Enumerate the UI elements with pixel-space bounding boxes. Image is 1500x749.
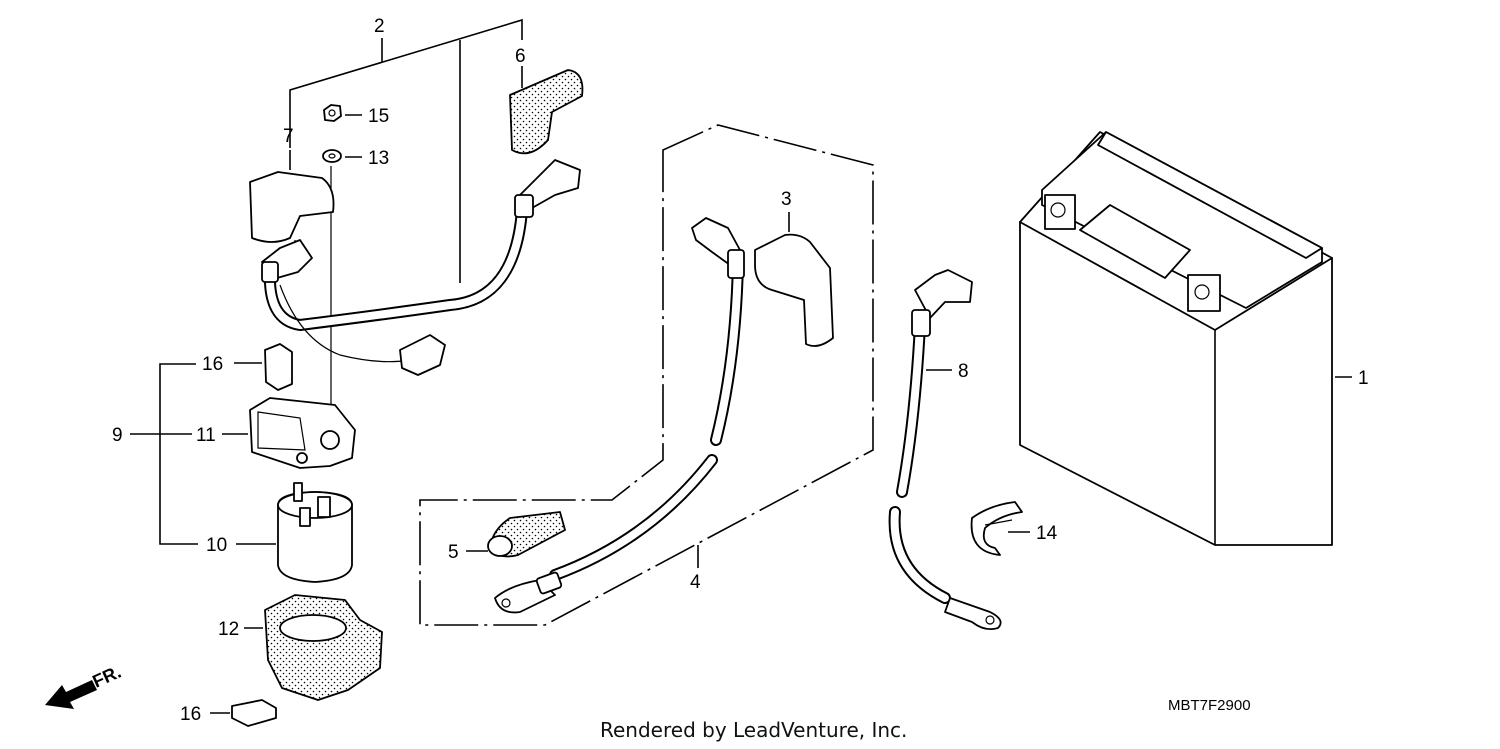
washer-13 bbox=[322, 149, 342, 163]
bracket-group-9 bbox=[159, 363, 198, 545]
fuse-16-upper bbox=[264, 343, 293, 391]
dashed-group-boundary bbox=[419, 124, 874, 626]
callout-6: 6 bbox=[515, 46, 526, 67]
callout-10: 10 bbox=[206, 535, 227, 556]
callout-2: 2 bbox=[374, 16, 385, 37]
terminal-cover-3 bbox=[754, 233, 834, 347]
callout-14: 14 bbox=[1036, 523, 1058, 544]
callout-7: 7 bbox=[283, 126, 294, 147]
terminal-cap-5 bbox=[487, 511, 566, 558]
battery-band-14 bbox=[970, 501, 1023, 556]
callout-5: 5 bbox=[448, 542, 459, 563]
callout-16-lower: 16 bbox=[180, 704, 201, 725]
callout-15: 15 bbox=[368, 106, 389, 127]
fuse-16-lower bbox=[231, 699, 277, 727]
diagram-code: MBT7F2900 bbox=[1168, 697, 1251, 714]
credit-text: Rendered by LeadVenture, Inc. bbox=[600, 718, 908, 742]
callout-16-upper: 16 bbox=[202, 354, 223, 375]
battery-terminal-positive bbox=[1187, 274, 1221, 312]
callout-11: 11 bbox=[196, 425, 216, 446]
callout-1: 1 bbox=[1358, 368, 1369, 389]
callout-12: 12 bbox=[218, 619, 239, 640]
ground-cable-8 bbox=[888, 269, 1002, 631]
callout-13: 13 bbox=[368, 148, 389, 169]
battery bbox=[1019, 131, 1333, 546]
callout-4: 4 bbox=[690, 572, 701, 593]
terminal-cover-6 bbox=[509, 69, 584, 155]
terminal-cover-7 bbox=[249, 171, 335, 243]
starter-cable-2 bbox=[261, 159, 581, 376]
starter-relay-10 bbox=[277, 482, 353, 583]
callout-9: 9 bbox=[112, 425, 123, 446]
nut-15 bbox=[323, 104, 342, 122]
callout-8: 8 bbox=[958, 361, 969, 382]
bracket-group-2 bbox=[289, 18, 523, 283]
callout-3: 3 bbox=[781, 189, 792, 210]
battery-cable-4 bbox=[494, 217, 745, 614]
direction-label: FR. bbox=[89, 662, 124, 692]
battery-terminal-negative bbox=[1044, 194, 1076, 230]
relay-housing-11 bbox=[249, 397, 356, 469]
relay-rubber-12 bbox=[264, 594, 383, 701]
front-direction-arrow: FR. bbox=[45, 662, 124, 709]
